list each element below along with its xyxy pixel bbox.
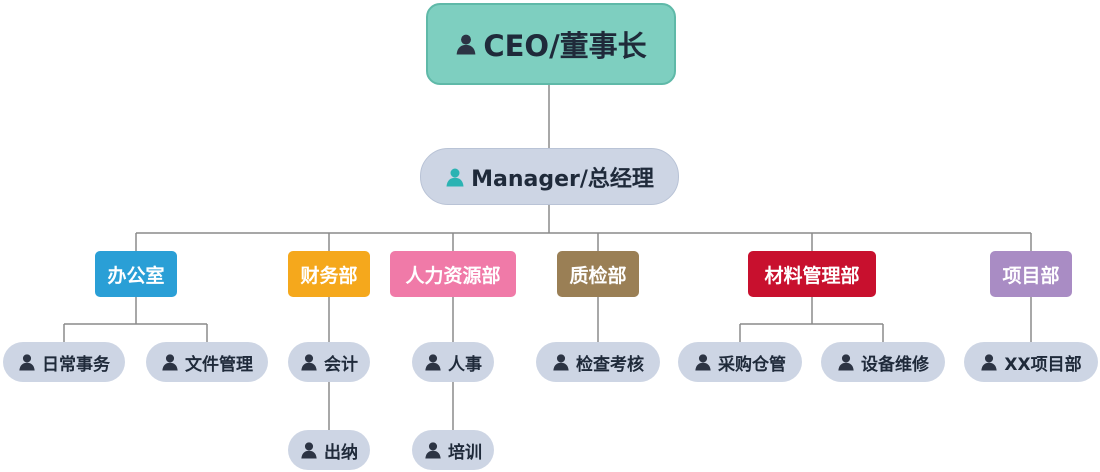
ceo-node: CEO/董事长 (426, 3, 676, 85)
ceo-label: CEO/董事长 (483, 29, 647, 63)
person-icon (445, 167, 465, 187)
leaf-accounting: 会计 (288, 342, 370, 382)
person-icon (424, 353, 442, 371)
manager-node: Manager/总经理 (420, 148, 679, 205)
dept-label: 材料管理部 (764, 264, 860, 287)
dept-quality: 质检部 (557, 251, 639, 297)
person-icon (18, 353, 36, 371)
leaf-cashier: 出纳 (288, 430, 370, 470)
dept-label: 办公室 (107, 264, 165, 287)
dept-material: 材料管理部 (748, 251, 876, 297)
leaf-training: 培训 (412, 430, 494, 470)
person-icon (837, 353, 855, 371)
leaf-file-management: 文件管理 (146, 342, 268, 382)
leaf-label: 人事 (448, 354, 482, 375)
leaf-label: 出纳 (324, 442, 358, 463)
leaf-label: 采购仓管 (718, 354, 786, 375)
dept-label: 人力资源部 (405, 264, 501, 287)
leaf-inspection: 检查考核 (536, 342, 660, 382)
leaf-label: 日常事务 (42, 354, 110, 375)
dept-project: 项目部 (990, 251, 1072, 297)
dept-office: 办公室 (95, 251, 177, 297)
leaf-daily-affairs: 日常事务 (3, 342, 125, 382)
leaf-label: 培训 (448, 442, 482, 463)
person-icon (694, 353, 712, 371)
leaf-label: 文件管理 (185, 354, 253, 375)
dept-label: 质检部 (569, 264, 627, 287)
leaf-personnel: 人事 (412, 342, 494, 382)
leaf-label: 检查考核 (576, 354, 644, 375)
leaf-label: 设备维修 (861, 354, 929, 375)
leaf-label: XX项目部 (1004, 354, 1082, 375)
leaf-xx-project: XX项目部 (964, 342, 1098, 382)
person-icon (552, 353, 570, 371)
leaf-equipment-maintenance: 设备维修 (821, 342, 945, 382)
manager-label: Manager/总经理 (471, 166, 654, 192)
person-icon (300, 441, 318, 459)
person-icon (424, 441, 442, 459)
leaf-procurement: 采购仓管 (678, 342, 802, 382)
leaf-label: 会计 (324, 354, 358, 375)
person-icon (161, 353, 179, 371)
dept-label: 项目部 (1002, 264, 1060, 287)
dept-label: 财务部 (300, 264, 358, 287)
dept-hr: 人力资源部 (390, 251, 516, 297)
person-icon (455, 33, 477, 55)
person-icon (300, 353, 318, 371)
dept-finance: 财务部 (288, 251, 370, 297)
person-icon (980, 353, 998, 371)
